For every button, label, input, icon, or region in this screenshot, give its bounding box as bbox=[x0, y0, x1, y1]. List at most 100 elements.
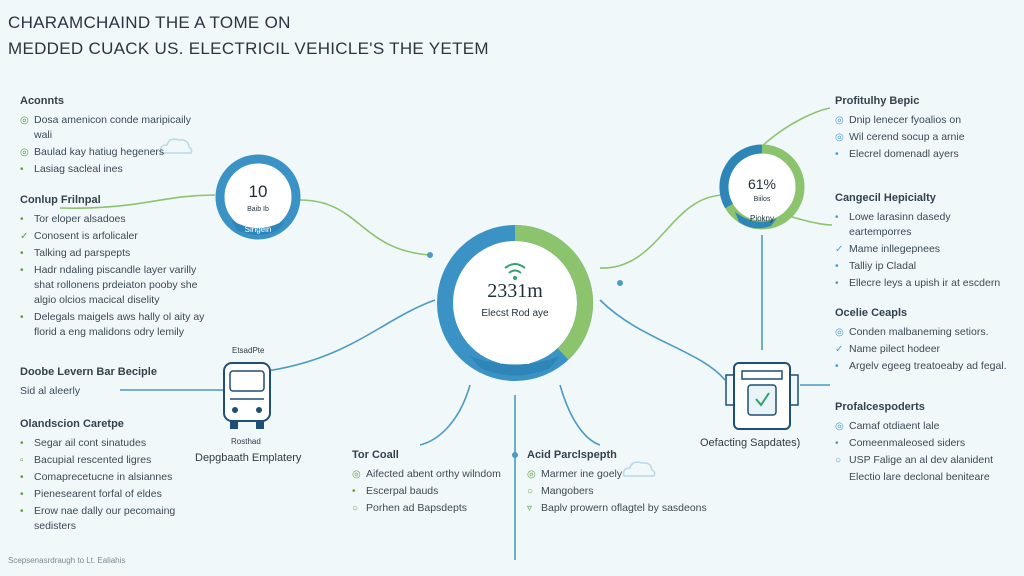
dot-bullet-icon: • bbox=[20, 489, 24, 500]
dot-bullet-icon: • bbox=[20, 312, 24, 323]
ring-bullet-icon: ◎ bbox=[527, 469, 536, 480]
left-block-2-heading: Conlup Frilnpal bbox=[20, 194, 101, 206]
right-ring-value: 61% bbox=[747, 176, 777, 192]
list-item: •Delegals maigels aws hally ol aity ay f… bbox=[20, 311, 205, 338]
list-item: ◎Dnip lenecer fyoalios on bbox=[835, 114, 962, 126]
list-item: Electio lare declonal beniteare bbox=[849, 471, 990, 483]
dot-bullet-icon: • bbox=[835, 261, 839, 272]
left-block-2: Conlup Frilnpal •Tor eloper alsadoes ✓Co… bbox=[20, 194, 205, 342]
node-dot bbox=[617, 280, 623, 286]
left-ring-graphic bbox=[215, 154, 301, 240]
center-band-label: Neenss bbox=[499, 356, 531, 366]
check-icon: ✓ bbox=[20, 231, 29, 242]
title-line-2: MEDDED CUACK US. ELECTRICIL VEHICLE'S TH… bbox=[8, 39, 489, 58]
ring-bullet-icon: ○ bbox=[352, 503, 359, 514]
connector-left-ring-blocks bbox=[59, 194, 216, 209]
cloud-icon bbox=[622, 461, 656, 477]
connector-bottom-2 bbox=[559, 384, 601, 446]
list-item: ✓Name pilect hodeer bbox=[835, 343, 941, 355]
bus-top-caption: EtsadPte bbox=[232, 346, 265, 355]
charging-station-icon bbox=[725, 362, 799, 430]
left-ring-sub: Baib Ib bbox=[247, 206, 269, 213]
list-item: •Pienesearent forfal of eldes bbox=[20, 488, 162, 500]
ring-bullet-icon: ○ bbox=[835, 455, 842, 466]
center-label: Elecst Rod aye bbox=[481, 308, 549, 319]
dot-bullet-icon: • bbox=[20, 214, 24, 225]
list-item: ✓Conosent is arfolicaler bbox=[20, 230, 138, 242]
ring-bullet-icon: ◎ bbox=[835, 327, 844, 338]
bus-caption: Depgbaath Emplatery bbox=[195, 452, 302, 464]
list-item: ◎Conden malbaneming setiors. bbox=[835, 326, 989, 338]
left-block-1: Aconnts ◎Dosa amenicon conde maripicaily… bbox=[20, 95, 210, 179]
left-block-3: Doobe Levern Bar Beciple Sid al aleerly bbox=[20, 366, 200, 401]
connector-bottom-1 bbox=[419, 384, 471, 446]
connector-bus bbox=[259, 299, 436, 373]
list-item: •Ellecre leys a upish ir at escdern bbox=[835, 277, 1001, 289]
dot-bullet-icon: • bbox=[20, 248, 24, 259]
bottom-block-1: Tor Coall ◎Aifected abent orthy wilndom … bbox=[352, 449, 512, 518]
left-block-4-heading: Olandscion Caretpe bbox=[20, 418, 124, 430]
charger-caption: Oefacting Sapdates) bbox=[700, 437, 801, 449]
list-item: ◎Wil cerend socup a arnie bbox=[835, 131, 965, 143]
right-ring: 61% Biilos Piokny bbox=[717, 140, 807, 235]
right-block-3-heading: Ocelie Ceapls bbox=[835, 307, 908, 319]
ring-bullet-icon: ◎ bbox=[20, 115, 29, 126]
ring-bullet-icon: ○ bbox=[527, 486, 534, 497]
bottom-block-1-heading: Tor Coall bbox=[352, 449, 399, 461]
list-item: ○Porhen ad Bapsdepts bbox=[352, 502, 467, 514]
list-item: •Lowe larasinn dasedy eartemporres bbox=[835, 211, 951, 238]
list-item: •Comaprecetucne in alsiannes bbox=[20, 471, 173, 483]
check-icon: ✓ bbox=[835, 344, 844, 355]
list-item: ◎Camaf otdiaent lale bbox=[835, 420, 940, 432]
list-item: •Hadr ndaling piscandle layer varilly sh… bbox=[20, 264, 198, 306]
right-ring-graphic bbox=[719, 144, 805, 230]
left-block-3-heading: Doobe Levern Bar Beciple bbox=[20, 366, 157, 378]
ring-bullet-icon: ◎ bbox=[835, 115, 844, 126]
list-item: ✓Mame inllegepnees bbox=[835, 243, 941, 255]
dot-bullet-icon: • bbox=[835, 212, 839, 223]
list-item: •Escerpal bauds bbox=[352, 485, 439, 497]
right-ring-band: Piokny bbox=[749, 214, 774, 223]
connector-right-top bbox=[759, 107, 831, 149]
dot-bullet-icon: • bbox=[20, 472, 24, 483]
center-ring-graphic bbox=[437, 225, 594, 381]
list-item: •Argelv egeeg treatoeaby ad fegal. bbox=[835, 360, 1007, 372]
square-bullet-icon: ▫ bbox=[20, 455, 24, 466]
left-ring-band: Singein bbox=[244, 225, 272, 234]
list-item: ▿Baplv prowern oflagtel by sasdeons bbox=[527, 502, 707, 514]
dot-bullet-icon: • bbox=[835, 438, 839, 449]
ring-bullet-icon: ◎ bbox=[835, 132, 844, 143]
list-item: ○USP Falige an al dev alanident bbox=[835, 454, 993, 466]
list-item: •Comeenmaleosed siders bbox=[835, 437, 966, 449]
bottom-block-2: Acid Parclspepth ◎Marmer ine goely ○Mang… bbox=[527, 449, 717, 518]
list-item: •Talliy ip Cladal bbox=[835, 260, 917, 272]
list-item: •Lasiag sacleal ines bbox=[20, 163, 123, 175]
left-block-4: Olandscion Caretpe •Segar ail cont sinat… bbox=[20, 418, 220, 536]
list-item: ◎Aifected abent orthy wilndom bbox=[352, 468, 501, 480]
center-value: 2331m bbox=[487, 280, 543, 302]
left-ring: 10 Baib Ib Singein bbox=[213, 150, 303, 245]
connector-charger bbox=[599, 299, 726, 381]
dot-bullet-icon: • bbox=[352, 486, 356, 497]
list-item: ◎Dosa amenicon conde maripicaily wali bbox=[20, 114, 191, 141]
list-item: ○Mangobers bbox=[527, 485, 594, 497]
connector-left-ring bbox=[299, 199, 431, 256]
ring-bullet-icon: ◎ bbox=[20, 147, 29, 158]
cloud-icon bbox=[159, 138, 193, 154]
list-item: •Elecrel domenadl ayers bbox=[835, 148, 959, 160]
right-block-4: Profalcespoderts ◎Camaf otdiaent lale •C… bbox=[835, 401, 1015, 487]
right-block-1: Profitulhy Bepic ◎Dnip lenecer fyoalios … bbox=[835, 95, 1015, 164]
list-item: ◎Marmer ine goely bbox=[527, 468, 623, 480]
right-block-2: Cangecil Hepicialty •Lowe larasinn dased… bbox=[835, 192, 1015, 293]
list-item: •Tor eloper alsadoes bbox=[20, 213, 126, 225]
left-block-1-heading: Aconnts bbox=[20, 95, 64, 107]
check-icon: ✓ bbox=[835, 244, 844, 255]
dot-bullet-icon: • bbox=[20, 265, 24, 276]
node-dot bbox=[427, 252, 433, 258]
dot-bullet-icon: • bbox=[835, 278, 839, 289]
dot-bullet-icon: • bbox=[835, 361, 839, 372]
right-block-2-heading: Cangecil Hepicialty bbox=[835, 192, 936, 204]
title-line-1: CHARAMCHAIND THE A TOME ON bbox=[8, 13, 291, 32]
list-item: •Segar ail cont sinatudes bbox=[20, 437, 147, 449]
bus-bottom-caption: Rosthad bbox=[231, 437, 261, 446]
